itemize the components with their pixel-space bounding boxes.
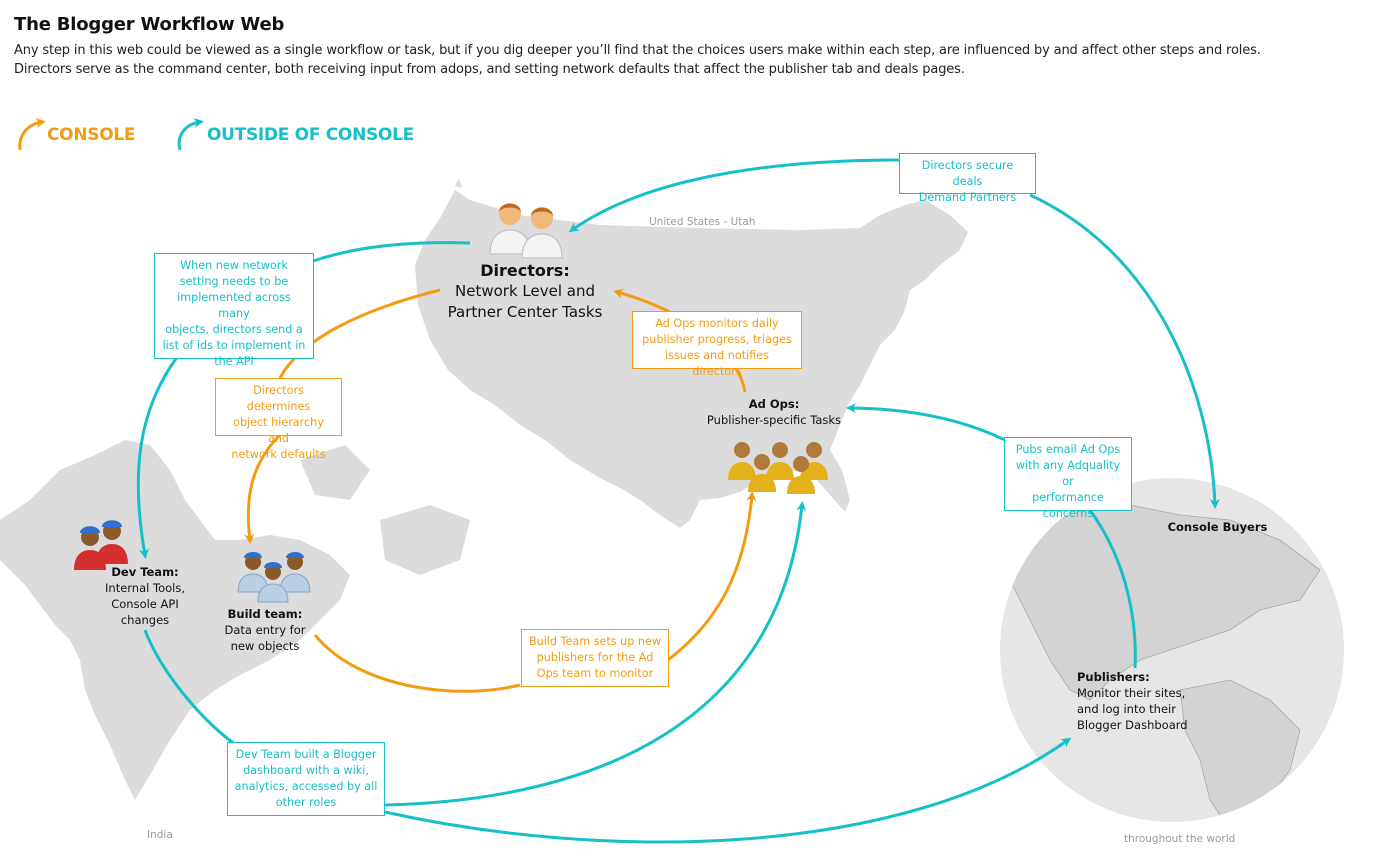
node-devteam-line2: Console API [111,597,179,611]
intro-line-1: Any step in this web could be viewed as … [14,43,1261,58]
arrow-dashboard-to-adops [384,501,807,807]
box-network-setting-line6: the API [214,355,254,368]
box-deals-line1: Directors secure deals [921,159,1014,188]
node-buyers-title: Console Buyers [1167,520,1268,534]
node-buyers: Console Buyers [1160,519,1275,535]
legend-console-label: CONSOLE [47,125,136,145]
node-publishers-title: Publishers: [1077,670,1150,684]
devteam-people-icon [74,520,128,570]
node-publishers-line3: Blogger Dashboard [1077,718,1188,732]
node-devteam-line1: Internal Tools, [105,581,185,595]
box-dev-dashboard-line2: dashboard with a wiki, [243,764,369,777]
node-devteam-title: Dev Team: [111,565,179,579]
node-directors: Directors: Network Level and Partner Cen… [430,260,620,323]
box-pubs-email-line2: with any Adquality or [1015,459,1121,488]
node-directors-title: Directors: [480,261,570,280]
legend-console-arrow [18,117,46,151]
intro-line-2: Directors serve as the command center, b… [14,62,965,77]
box-build-setup-line3: Ops team to monitor [536,667,654,680]
box-dev-dashboard: Dev Team built a Blogger dashboard with … [227,742,385,816]
arrow-devteam-to-dashboard [143,629,241,750]
box-network-setting-line5: list of ids to implement in [162,339,306,352]
node-buildteam-line1: Data entry for [224,623,306,637]
directors-people-icon [489,203,563,259]
box-dev-dashboard-line4: other roles [275,796,337,809]
adops-people-icon [728,442,828,494]
node-devteam-line3: changes [120,613,170,627]
node-directors-line1: Network Level and [455,282,595,300]
box-hierarchy-line2: object hierarchy and [233,416,324,445]
node-publishers-line2: and log into their [1077,702,1176,716]
box-hierarchy-line3: network defaults [231,448,326,461]
box-pubs-email-line1: Pubs email Ad Ops [1015,443,1121,456]
box-deals: Directors secure deals Demand Partners [899,153,1036,204]
geo-label-world: throughout the world [1124,833,1236,845]
node-publishers: Publishers: Monitor their sites, and log… [1077,669,1197,733]
box-hierarchy: Directors determines object hierarchy an… [215,378,342,461]
legend-outside-arrow [177,117,204,151]
node-devteam: Dev Team: Internal Tools, Console API ch… [100,564,190,628]
box-adops-monitors: Ad Ops monitors daily publisher progress… [632,311,802,378]
globe [1000,478,1344,822]
box-dev-dashboard-line3: analytics, accessed by all [234,780,378,793]
box-build-setup: Build Team sets up new publishers for th… [521,629,669,687]
box-build-setup-line1: Build Team sets up new [528,635,662,648]
geo-label-us: United States - Utah [649,216,756,228]
box-hierarchy-line1: Directors determines [246,384,311,413]
box-adops-monitors-line3: issues and notifies directors [665,349,769,378]
arrow-deals-to-directors [568,158,901,233]
buildteam-people-icon [237,552,311,603]
box-network-setting-line1: When new network [180,259,288,272]
box-network-setting-line2: setting needs to be [179,275,289,288]
box-pubs-email: Pubs email Ad Ops with any Adquality or … [1004,437,1132,520]
node-adops: Ad Ops: Publisher-specific Tasks [700,396,848,428]
box-network-setting: When new network setting needs to be imp… [154,253,314,368]
box-network-setting-line3: implemented across many [177,291,291,320]
box-pubs-email-line4: concerns [1042,507,1094,520]
arrow-directors-to-buildteam [248,288,441,540]
node-adops-title: Ad Ops: [748,397,800,411]
arrow-deals-to-buyers [1029,193,1220,509]
box-adops-monitors-line1: Ad Ops monitors daily [655,317,779,330]
box-adops-monitors-line2: publisher progress, triages [642,333,792,346]
node-buildteam-line2: new objects [230,639,300,653]
node-directors-line2: Partner Center Tasks [447,303,603,321]
node-publishers-line1: Monitor their sites, [1077,686,1186,700]
box-network-setting-line4: objects, directors send a [165,323,303,336]
arrow-buildteam-to-adops [313,495,752,693]
box-dev-dashboard-line1: Dev Team built a Blogger [235,748,377,761]
node-adops-line1: Publisher-specific Tasks [706,413,842,427]
box-build-setup-line2: publishers for the Ad [536,651,654,664]
node-buildteam-title: Build team: [227,607,303,621]
box-pubs-email-line3: performance [1032,491,1104,504]
legend-outside-label: OUTSIDE OF CONSOLE [207,125,414,145]
geo-label-india: India [147,829,173,841]
arrow-dashboard-to-publishers [384,737,1072,844]
box-deals-line2: Demand Partners [918,191,1017,204]
page-title: The Blogger Workflow Web [14,14,285,35]
node-buildteam: Build team: Data entry for new objects [220,606,310,654]
